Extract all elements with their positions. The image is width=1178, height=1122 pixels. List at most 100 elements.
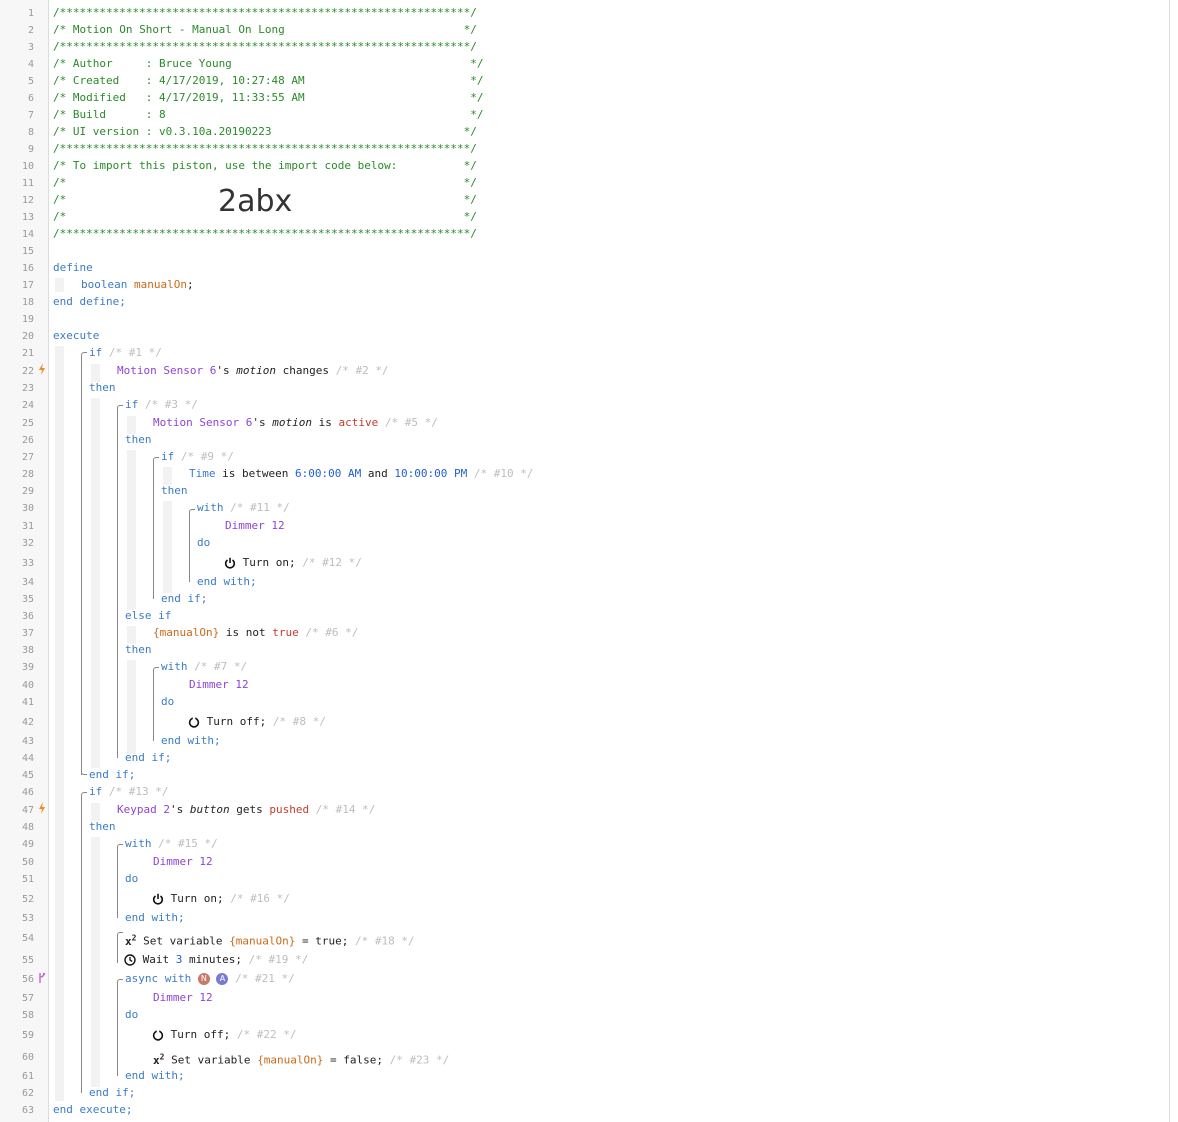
line-number: 26	[21, 435, 34, 446]
fork-icon[interactable]	[38, 972, 46, 984]
if-keyword: if	[89, 346, 103, 359]
line-number: 25	[21, 418, 34, 429]
line-number: 52	[21, 894, 34, 905]
set-variable-false[interactable]: x2 Set variable {manualOn} = false; /* #…	[153, 1050, 449, 1068]
else-if-keyword[interactable]: else if	[125, 609, 172, 622]
condition-manualon-not-true[interactable]: {manualOn} is not true /* #6 */	[153, 626, 358, 640]
device-name[interactable]: Dimmer 12	[153, 991, 213, 1004]
variable-reference: {manualOn}	[153, 626, 220, 639]
then-keyword: then	[89, 820, 116, 833]
condition-time-between[interactable]: Time is between 6:00:00 AM and 10:00:00 …	[189, 467, 533, 481]
attribute-name: motion	[272, 416, 312, 429]
indent-guide	[163, 467, 172, 485]
end-with-keyword: end with;	[161, 734, 221, 747]
with-block-bracket	[117, 844, 123, 918]
if-block-bracket	[117, 405, 123, 758]
value: true	[272, 626, 299, 639]
statement-id-comment: /* #19 */	[248, 953, 309, 966]
statement-id-comment: /* #16 */	[230, 892, 290, 905]
header-border: /***************************************…	[53, 40, 477, 53]
if-keyword: if	[125, 398, 139, 411]
time-keyword: Time	[189, 467, 216, 480]
task-turn-off[interactable]: Turn off; /* #22 */	[152, 1028, 296, 1042]
line-number: 19	[21, 314, 34, 325]
line-number: 59	[21, 1030, 34, 1041]
if-statement-3[interactable]: if /* #3 */	[125, 398, 198, 412]
if-block-bracket	[81, 352, 87, 775]
time-value: 6:00:00 AM	[294, 467, 362, 480]
editor-right-border	[1169, 0, 1170, 1122]
statement-id-comment: /* #6 */	[305, 626, 359, 639]
power-off-icon	[152, 1029, 164, 1041]
variable-x2-icon: x2	[125, 933, 137, 948]
task-turn-on[interactable]: Turn on; /* #12 */	[224, 556, 362, 570]
if-statement-9[interactable]: if /* #9 */	[161, 450, 234, 464]
line-number: 15	[21, 246, 34, 257]
statement-id-comment: /* #21 */	[235, 972, 295, 985]
device-name[interactable]: Dimmer 12	[189, 678, 249, 691]
end-define-keyword: end define;	[53, 295, 126, 308]
end-if-keyword: end if;	[125, 751, 172, 764]
line-number: 10	[21, 161, 34, 172]
empty-comment: /* */	[53, 210, 477, 223]
device-name: Keypad 2	[117, 803, 170, 816]
line-number: 16	[21, 263, 34, 274]
possessive: 's	[252, 416, 266, 429]
variable-x2-icon: x2	[153, 1052, 165, 1067]
task-turn-on[interactable]: Turn on; /* #16 */	[152, 892, 290, 906]
with-statement-7[interactable]: with /* #7 */	[161, 660, 247, 674]
end-execute-keyword: end execute;	[53, 1103, 133, 1116]
line-number: 7	[27, 110, 34, 121]
line-number: 39	[21, 662, 34, 673]
line-number: 45	[21, 770, 34, 781]
async-with-statement-21[interactable]: async with N A /* #21 */	[125, 972, 295, 986]
modified-line: /* Modified : 4/17/2019, 11:33:55 AM */	[53, 91, 484, 104]
if-block-bracket	[153, 457, 159, 599]
condition-motion-changes[interactable]: Motion Sensor 6's motion changes /* #2 *…	[117, 364, 389, 378]
author-line: /* Author : Bruce Young */	[53, 57, 484, 70]
line-number-gutter	[0, 0, 49, 1122]
statement-id-comment: /* #3 */	[144, 398, 198, 411]
line-number: 51	[21, 874, 34, 885]
line-number: 36	[21, 611, 34, 622]
line-number: 29	[21, 486, 34, 497]
statement-id-comment: /* #1 */	[108, 346, 162, 359]
assignment: = false;	[330, 1053, 384, 1067]
attribute-name: button	[189, 803, 230, 816]
set-variable-true[interactable]: x2 Set variable {manualOn} = true; /* #1…	[125, 931, 415, 949]
device-name[interactable]: Dimmer 12	[225, 519, 285, 532]
badge-a[interactable]: A	[216, 973, 229, 985]
line-number: 11	[21, 178, 34, 189]
async-block-bracket	[117, 979, 123, 1076]
lightning-bolt-icon[interactable]	[38, 802, 46, 814]
line-number: 53	[21, 913, 34, 924]
line-number: 47	[21, 805, 34, 816]
variable-reference: {manualOn}	[229, 934, 296, 948]
do-keyword: do	[125, 1008, 139, 1021]
assignment: = true;	[302, 934, 349, 948]
variable-declaration[interactable]: boolean manualOn;	[81, 278, 194, 292]
wait-statement[interactable]: Wait 3 minutes; /* #19 */	[124, 953, 308, 967]
indent-guide	[127, 416, 136, 434]
lightning-bolt-icon[interactable]	[38, 363, 46, 375]
line-number: 32	[21, 538, 34, 549]
line-number: 58	[21, 1010, 34, 1021]
header-border: /***************************************…	[53, 142, 477, 155]
line-number: 9	[27, 144, 34, 155]
with-statement-11[interactable]: with /* #11 */	[197, 501, 290, 515]
import-code[interactable]: 2abx	[218, 184, 293, 219]
line-number: 23	[21, 383, 34, 394]
condition-keypad-pushed[interactable]: Keypad 2's button gets pushed /* #14 */	[117, 803, 375, 817]
task-turn-off[interactable]: Turn off; /* #8 */	[188, 715, 326, 729]
line-number: 50	[21, 857, 34, 868]
condition-motion-active[interactable]: Motion Sensor 6's motion is active /* #5…	[153, 416, 438, 430]
badge-n[interactable]: N	[197, 973, 210, 985]
if-statement-1[interactable]: if /* #1 */	[89, 346, 162, 360]
with-statement-15[interactable]: with /* #15 */	[125, 837, 218, 851]
power-on-icon	[152, 893, 164, 905]
line-number: 28	[21, 469, 34, 480]
end-if-keyword: end if;	[89, 768, 136, 781]
if-statement-13[interactable]: if /* #13 */	[89, 785, 168, 799]
device-name[interactable]: Dimmer 12	[153, 855, 213, 868]
piston-title: /* Motion On Short - Manual On Long */	[53, 23, 477, 36]
